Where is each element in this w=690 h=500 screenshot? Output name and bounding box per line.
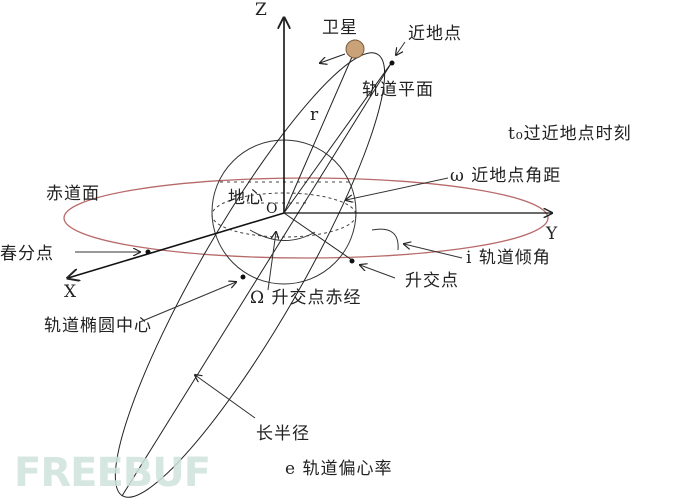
inclination-arc xyxy=(371,228,399,251)
x-axis-label: X xyxy=(64,282,78,302)
raan-arc xyxy=(249,229,316,241)
radius-label: r xyxy=(310,105,320,125)
vernal-equinox-point xyxy=(145,249,151,255)
inclination-pointer xyxy=(404,244,463,259)
argument-of-perigee-label: ω 近地点角距 xyxy=(450,166,562,186)
earth-center-label: 地心 xyxy=(228,188,264,208)
satellite-label: 卫星 xyxy=(322,18,358,38)
ascending-node-point xyxy=(349,258,355,264)
perigee-time-label: t₀过近地点时刻 xyxy=(508,124,632,144)
y-axis-label: Y xyxy=(546,224,559,244)
vernal-equinox-label: 春分点 xyxy=(0,244,54,264)
omega-pointer xyxy=(346,177,449,200)
semi-major-axis-line xyxy=(121,61,393,497)
equatorial-plane-ellipse xyxy=(63,177,549,259)
origin-label: O xyxy=(266,201,279,217)
x-axis xyxy=(68,212,285,278)
inclination-label: i 轨道倾角 xyxy=(466,248,551,268)
raan-label: Ω 升交点赤经 xyxy=(250,288,362,308)
velocity-arrow xyxy=(320,53,346,63)
perigee-line xyxy=(283,61,393,214)
z-axis-label: Z xyxy=(255,0,268,20)
node-pointer xyxy=(360,265,396,279)
raan-pointer xyxy=(267,232,276,291)
perigee-point xyxy=(389,60,395,66)
semi-major-axis-label: 长半径 xyxy=(256,424,310,444)
ellipse-center-label: 轨道椭圆中心 xyxy=(44,316,152,336)
center-pointer xyxy=(139,282,236,323)
eccentricity-label: e 轨道偏心率 xyxy=(285,459,393,479)
satellite-icon xyxy=(345,39,365,59)
perigee-pointer xyxy=(396,41,406,55)
ellipse-center-point xyxy=(240,274,246,280)
freebuf-watermark: FREEBUF xyxy=(14,450,211,496)
node-line xyxy=(283,212,353,261)
equatorial-plane-label: 赤道面 xyxy=(46,184,100,204)
earth-equator xyxy=(211,192,357,238)
ascending-node-label: 升交点 xyxy=(405,271,459,291)
radius-line xyxy=(283,49,356,214)
orbital-plane-label: 轨道平面 xyxy=(362,80,434,100)
semi-major-pointer xyxy=(195,375,256,419)
perigee-label: 近地点 xyxy=(408,24,462,44)
